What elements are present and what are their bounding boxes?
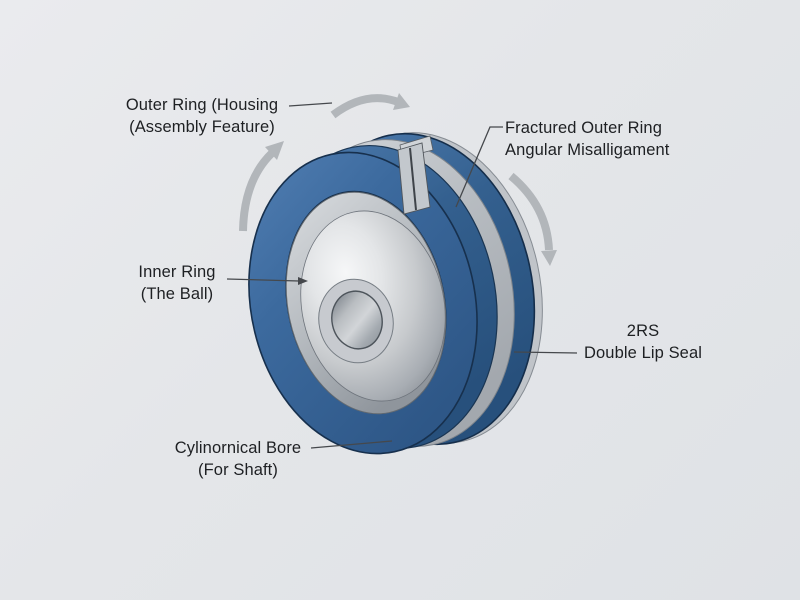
bearing-body	[248, 132, 543, 455]
rotation-arrow-top	[330, 93, 410, 119]
leader-line-inner-ring	[226, 277, 308, 285]
fracture-slot	[397, 135, 434, 215]
leader-line-bore	[310, 440, 393, 449]
leader-lines	[226, 102, 578, 449]
leader-line-fractured-ring	[455, 126, 503, 208]
label-outer-ring: Outer Ring (Housing (Assembly Feature)	[125, 96, 279, 136]
label-fractured-ring: Fractured Outer Ring Angular Misalligame…	[505, 119, 670, 159]
label-seal: 2RS Double Lip Seal	[584, 322, 702, 362]
leader-line-seal	[513, 351, 578, 354]
leader-line-outer-ring	[288, 102, 333, 107]
label-bore: Cylinornical Bore (For Shaft)	[174, 439, 302, 479]
label-inner-ring: Inner Ring (The Ball)	[138, 263, 216, 303]
rotation-arrow-left	[239, 141, 284, 232]
shaft-bore	[331, 290, 383, 350]
rotation-arrows	[239, 93, 557, 266]
rotation-arrow-right	[508, 172, 557, 266]
